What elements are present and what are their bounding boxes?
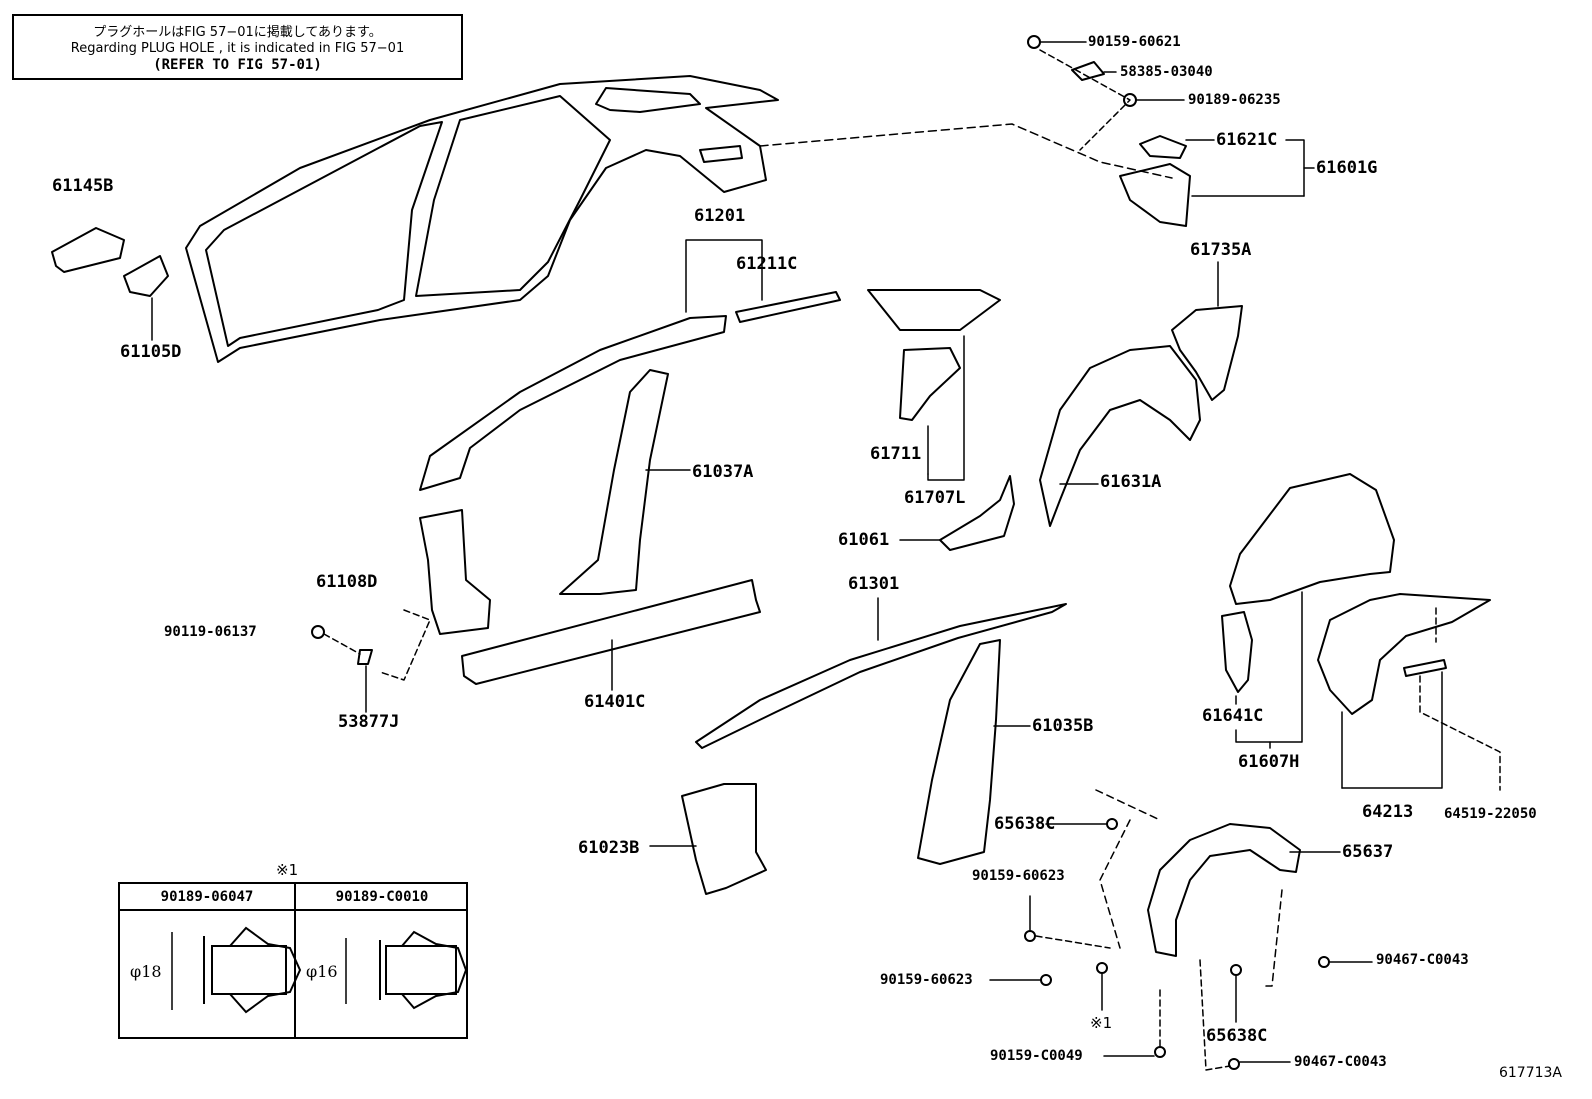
label-90467-c0043-upper: 90467-C0043 (1376, 952, 1469, 968)
part-65637 (1147, 823, 1301, 957)
label-61641c: 61641C (1202, 706, 1264, 726)
figure-code: 617713A (1498, 1065, 1562, 1081)
part-61601g (1119, 163, 1191, 227)
clip-diameter-16: φ16 (306, 962, 338, 981)
note-line-ja: プラグホールはFIG 57−01に掲載してあります。 (93, 25, 382, 40)
label-61631a: 61631A (1100, 472, 1162, 492)
label-90119-06137: 90119-06137 (164, 624, 257, 640)
part-61735a (1171, 305, 1243, 401)
label-61601g: 61601G (1316, 158, 1378, 178)
label-65637: 65637 (1342, 842, 1394, 862)
clip-table-col2-header: 90189-C0010 (296, 884, 468, 911)
part-61631a (1039, 345, 1201, 527)
label-58385-03040: 58385-03040 (1120, 64, 1213, 80)
part-roof-rail (419, 315, 727, 491)
part-61037a (559, 369, 669, 595)
label-53877j: 53877J (338, 712, 400, 732)
clip-table: 90189-06047 90189-C0010 φ18 φ16 (118, 882, 468, 1039)
note-line-en: Regarding PLUG HOLE , it is indicated in… (70, 41, 405, 56)
label-61401c: 61401C (584, 692, 646, 712)
part-61641c (1221, 611, 1253, 693)
label-61607h: 61607H (1238, 752, 1300, 772)
clip-table-divider (294, 884, 296, 1037)
part-61707l (867, 289, 1001, 331)
label-90159-60623-upper: 90159-60623 (972, 868, 1065, 884)
part-61621c (1139, 135, 1187, 159)
label-61105d: 61105D (120, 342, 182, 362)
label-61108d: 61108D (316, 572, 378, 592)
label-61145b: 61145B (52, 176, 114, 196)
part-61061 (939, 475, 1015, 551)
label-61035b: 61035B (1032, 716, 1094, 736)
part-61301 (695, 603, 1067, 749)
part-61401c (461, 579, 761, 685)
label-61037a: 61037A (692, 462, 754, 482)
label-61621c: 61621C (1216, 130, 1278, 150)
part-61145b (51, 227, 125, 273)
plug-hole-note: プラグホールはFIG 57−01に掲載してあります。 Regarding PLU… (12, 14, 463, 80)
label-90159-60623-lower: 90159-60623 (880, 972, 973, 988)
part-61711 (899, 347, 961, 421)
reference-mark-table: ※1 (276, 861, 299, 879)
part-61607h (1229, 473, 1395, 605)
label-90467-c0043-lower: 90467-C0043 (1294, 1054, 1387, 1070)
leader-61201-panel (759, 123, 1173, 179)
label-90189-06235: 90189-06235 (1188, 92, 1281, 108)
part-61023b (681, 783, 767, 895)
label-61711: 61711 (870, 444, 922, 464)
part-61105d (123, 255, 169, 297)
label-61211c: 61211C (736, 254, 798, 274)
clip-diameter-18: φ18 (130, 962, 162, 981)
label-65638c-lower: 65638C (1206, 1026, 1268, 1046)
label-61201: 61201 (694, 206, 746, 226)
label-61023b: 61023B (578, 838, 640, 858)
label-64519-22050: 64519-22050 (1444, 806, 1537, 822)
reference-mark-clip: ※1 (1090, 1014, 1113, 1032)
note-refer: (REFER TO FIG 57-01) (153, 57, 322, 73)
label-90159-60621: 90159-60621 (1088, 34, 1181, 50)
label-64213: 64213 (1362, 802, 1414, 822)
label-61061: 61061 (838, 530, 890, 550)
label-61301: 61301 (848, 574, 900, 594)
part-61211c (735, 291, 841, 323)
part-64213 (1317, 593, 1491, 715)
part-61108d (419, 509, 491, 635)
part-61035b (917, 639, 1001, 865)
label-65638c-upper: 65638C (994, 814, 1056, 834)
label-61735a: 61735A (1190, 240, 1252, 260)
clip-table-col1-header: 90189-06047 (120, 884, 294, 911)
label-61707l: 61707L (904, 488, 966, 508)
side-outer-panel (185, 75, 779, 363)
label-90159-c0049: 90159-C0049 (990, 1048, 1083, 1064)
